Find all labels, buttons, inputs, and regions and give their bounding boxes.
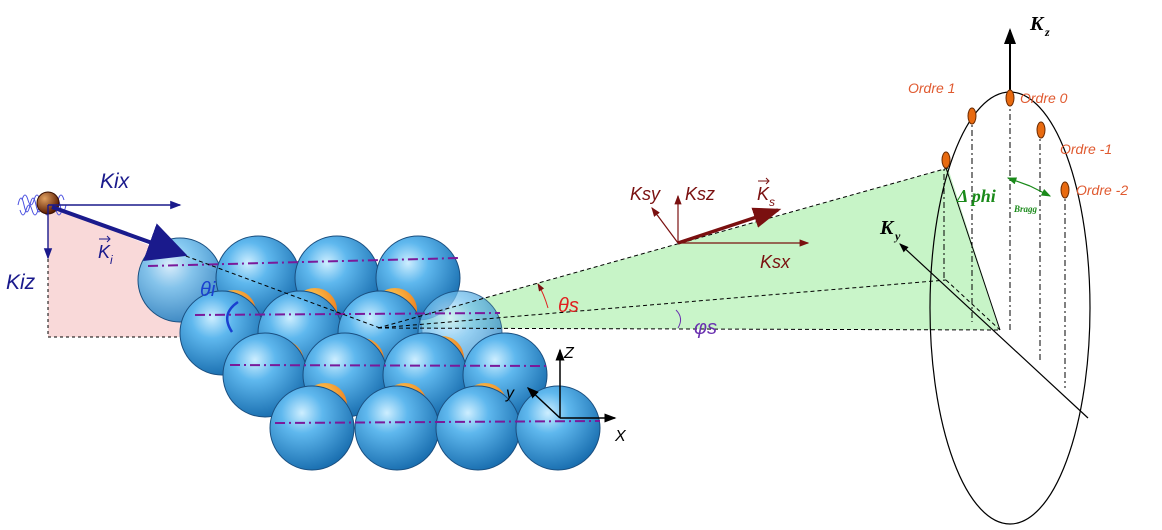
svg-text:Bragg: Bragg	[1013, 204, 1038, 214]
crystal-lattice	[137, 235, 601, 471]
ky-axis	[899, 243, 1089, 419]
theta-i-label: θi	[200, 279, 216, 301]
svg-text:K: K	[757, 184, 770, 204]
svg-text:K: K	[98, 242, 111, 262]
order-dot	[1060, 181, 1070, 199]
lattice-rows	[147, 257, 601, 424]
y-axis-arrow	[526, 386, 561, 419]
order-dot	[1005, 89, 1015, 107]
order-label-minus1: Ordre -1	[1060, 141, 1112, 157]
ks-label: K s	[757, 177, 775, 209]
svg-text:K: K	[1029, 13, 1045, 35]
ksx-label: Ksx	[760, 252, 791, 272]
svg-text:z: z	[1044, 25, 1050, 39]
ky-label: K y	[879, 217, 901, 243]
phi-s-arc	[675, 309, 682, 329]
svg-text:y: y	[893, 229, 901, 243]
svg-text:s: s	[769, 195, 775, 209]
order-label-minus2: Ordre -2	[1076, 182, 1128, 198]
theta-s-arc	[537, 283, 549, 309]
detector-chord	[945, 167, 1001, 331]
x-axis-label: X	[614, 428, 627, 445]
order-dot	[941, 151, 951, 169]
scattering-cone-lower	[378, 280, 1000, 330]
ksy-arrow	[651, 207, 679, 244]
atom-sphere	[354, 385, 440, 471]
z-axis-label: Z	[563, 345, 575, 362]
atom-sphere	[515, 385, 601, 471]
kiz-label: Kiz	[6, 271, 36, 294]
theta-i-arc	[225, 300, 239, 333]
kix-label: Kix	[100, 170, 131, 193]
order-dot	[1036, 121, 1046, 139]
ki-arrow	[51, 205, 188, 261]
y-axis-label: y	[505, 385, 515, 402]
kz-label: K z	[1029, 13, 1050, 39]
ksz-label: Ksz	[685, 184, 715, 204]
ksy-label: Ksy	[630, 184, 661, 204]
phi-s-label: φs	[694, 317, 717, 339]
delta-phi-label: Δ phi Bragg	[956, 186, 1038, 214]
ki-label: K i	[98, 235, 113, 267]
order-dot	[967, 107, 977, 125]
atom-sphere	[269, 385, 355, 471]
svg-text:Δ phi: Δ phi	[956, 186, 996, 206]
cone-edges	[377, 167, 1001, 331]
theta-s-label: θs	[558, 295, 579, 317]
delta-phi-arrow	[1029, 185, 1052, 197]
svg-text:K: K	[879, 217, 895, 239]
order-label-0: Ordre 0	[1020, 90, 1068, 106]
ks-arrow	[677, 207, 782, 245]
order-projections	[943, 116, 1066, 388]
delta-phi-arrow	[1006, 177, 1031, 187]
order-label-1: Ordre 1	[908, 80, 955, 96]
svg-text:i: i	[110, 253, 113, 267]
